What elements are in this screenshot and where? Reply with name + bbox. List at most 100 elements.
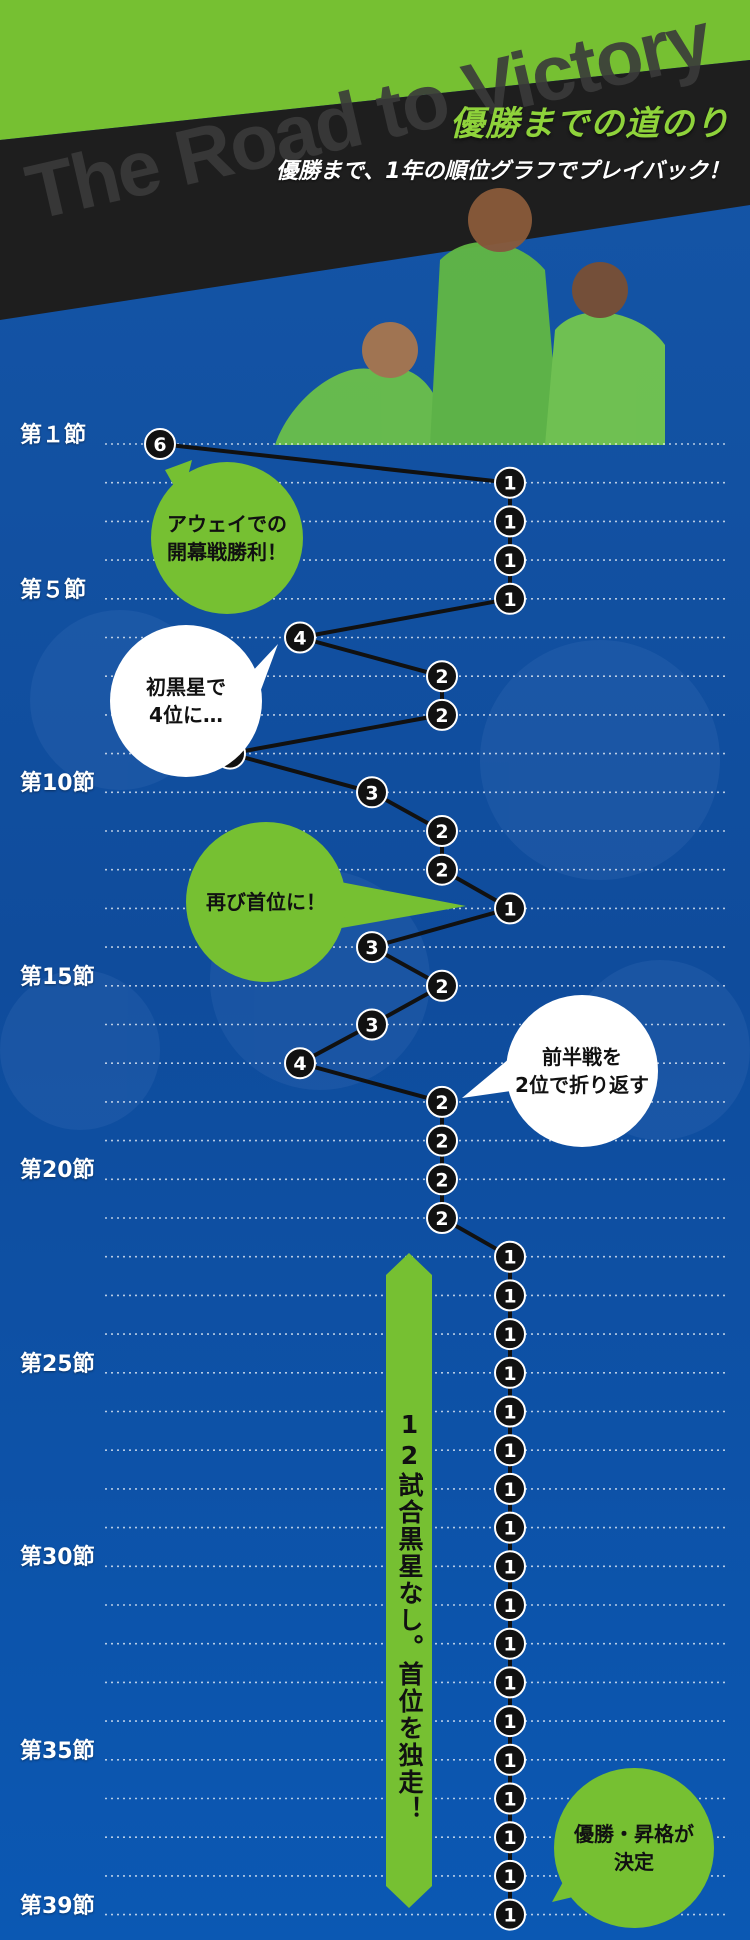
marker-position-label: 6 — [153, 434, 166, 456]
position-marker-round-13: 1 — [494, 892, 526, 925]
marker-circle — [426, 698, 458, 731]
position-marker-round-38: 1 — [494, 1859, 526, 1892]
position-marker-round-11: 2 — [426, 815, 458, 847]
marker-position-label: 2 — [435, 1131, 448, 1153]
position-marker-round-12: 2 — [426, 853, 458, 886]
position-marker-round-37: 1 — [494, 1821, 526, 1854]
marker-position-label: 2 — [435, 860, 448, 882]
marker-position-label: 1 — [503, 1672, 516, 1694]
marker-position-label: 3 — [365, 937, 378, 959]
marker-circle — [494, 1279, 526, 1312]
round-label-20: 第20節 — [20, 1158, 95, 1184]
position-marker-round-17: 4 — [284, 1047, 316, 1080]
marker-position-label: 1 — [503, 1827, 516, 1849]
marker-position-label: 1 — [503, 511, 516, 533]
marker-circle — [426, 1163, 458, 1196]
marker-position-label: 1 — [503, 550, 516, 572]
position-marker-round-5: 1 — [494, 582, 526, 615]
marker-position-label: 2 — [435, 976, 448, 998]
position-marker-round-39: 1 — [494, 1898, 526, 1931]
marker-circle — [494, 1782, 526, 1815]
marker-circle — [356, 1008, 388, 1041]
position-marker-round-28: 1 — [494, 1472, 526, 1505]
marker-circle — [494, 1859, 526, 1892]
header-green-band — [0, 0, 750, 140]
marker-position-label: 3 — [365, 1015, 378, 1037]
page-subtitle: 優勝まで、1年の順位グラフでプレイバック！ — [276, 159, 730, 184]
marker-circle — [494, 1821, 526, 1854]
marker-circle — [494, 1589, 526, 1621]
marker-circle — [426, 815, 458, 847]
marker-circle — [284, 1047, 316, 1080]
marker-circle — [356, 931, 388, 964]
marker-circle — [494, 582, 526, 615]
annotation-bubble-5: 優勝・昇格が 決定 — [554, 1768, 714, 1928]
round-label-10: 第10節 — [20, 771, 95, 797]
round-label-1: 第１節 — [20, 423, 87, 448]
marker-circle — [494, 1627, 526, 1660]
marker-circle — [494, 1472, 526, 1505]
marker-circle — [494, 1395, 526, 1428]
marker-circle — [494, 1705, 526, 1738]
marker-position-label: 2 — [435, 1169, 448, 1191]
marker-position-label: 3 — [365, 782, 378, 804]
position-marker-round-29: 1 — [494, 1511, 526, 1544]
position-marker-round-1: 6 — [144, 428, 176, 460]
marker-position-label: 1 — [503, 1518, 516, 1540]
marker-circle — [426, 660, 458, 693]
marker-circle — [494, 1434, 526, 1467]
round-label-30: 第30節 — [20, 1545, 95, 1571]
marker-circle — [494, 505, 526, 538]
unbeaten-banner-text: 12試合黒星なし。首位を独走！ — [395, 1410, 424, 1823]
marker-position-label: 1 — [503, 1866, 516, 1888]
marker-circle — [426, 1085, 458, 1118]
position-marker-round-6: 4 — [284, 621, 316, 654]
marker-circle — [494, 892, 526, 925]
marker-position-label: 1 — [503, 1363, 516, 1385]
marker-position-label: 2 — [435, 705, 448, 727]
position-marker-round-27: 1 — [494, 1434, 526, 1467]
marker-circle — [494, 466, 526, 499]
marker-circle — [494, 1356, 526, 1389]
annotation-bubble-3: 再び首位に！ — [186, 822, 346, 982]
position-marker-round-34: 1 — [494, 1705, 526, 1738]
marker-position-label: 1 — [503, 1440, 516, 1462]
marker-circle — [284, 621, 316, 654]
marker-position-label: 1 — [503, 1402, 516, 1424]
marker-position-label: 1 — [503, 473, 516, 495]
position-marker-round-16: 3 — [356, 1008, 388, 1041]
position-marker-round-10: 3 — [356, 776, 388, 809]
marker-position-label: 1 — [503, 1750, 516, 1772]
marker-circle — [426, 1202, 458, 1234]
marker-position-label: 4 — [293, 1053, 306, 1075]
marker-circle — [144, 428, 176, 460]
marker-position-label: 1 — [503, 1595, 516, 1617]
annotation-tail — [462, 1058, 518, 1098]
position-marker-round-30: 1 — [494, 1550, 526, 1583]
marker-position-label: 2 — [435, 1092, 448, 1114]
position-marker-round-24: 1 — [494, 1318, 526, 1351]
marker-position-label: 1 — [503, 1285, 516, 1307]
page-title: 優勝までの道のり — [450, 104, 730, 144]
unbeaten-banner — [386, 1253, 432, 1908]
position-marker-round-31: 1 — [494, 1589, 526, 1621]
marker-circle — [426, 1124, 458, 1157]
annotation-bubble-2: 初黒星で 4位に… — [110, 625, 262, 777]
marker-position-label: 1 — [503, 1634, 516, 1656]
position-marker-round-18: 2 — [426, 1085, 458, 1118]
position-marker-round-35: 1 — [494, 1743, 526, 1776]
position-marker-round-2: 1 — [494, 466, 526, 499]
players-photo — [275, 188, 665, 445]
marker-position-label: 1 — [503, 898, 516, 920]
marker-position-label: 1 — [503, 1905, 516, 1927]
header-black-band — [0, 60, 750, 320]
marker-position-label: 1 — [503, 589, 516, 611]
position-marker-round-20: 2 — [426, 1163, 458, 1196]
position-marker-round-32: 1 — [494, 1627, 526, 1660]
annotation-bubble-1: アウェイでの 開幕戦勝利！ — [151, 462, 303, 614]
position-marker-round-33: 1 — [494, 1666, 526, 1699]
marker-position-label: 1 — [503, 1324, 516, 1346]
